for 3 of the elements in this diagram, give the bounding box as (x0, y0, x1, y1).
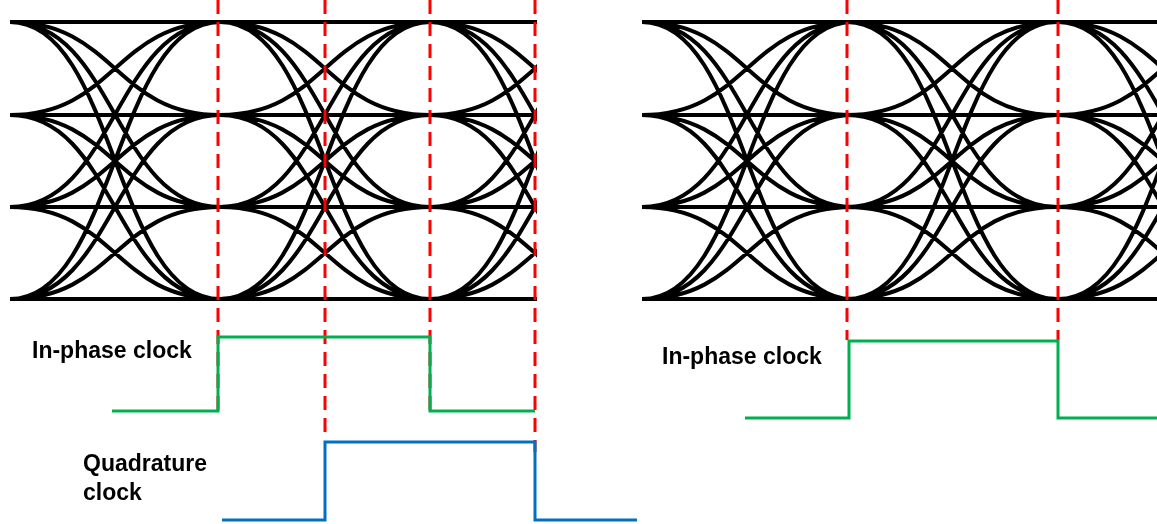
waveform-label: Quadrature clock (83, 449, 208, 507)
waveform-label: In-phase clock (662, 342, 823, 371)
waveform-label: In-phase clock (32, 336, 193, 365)
